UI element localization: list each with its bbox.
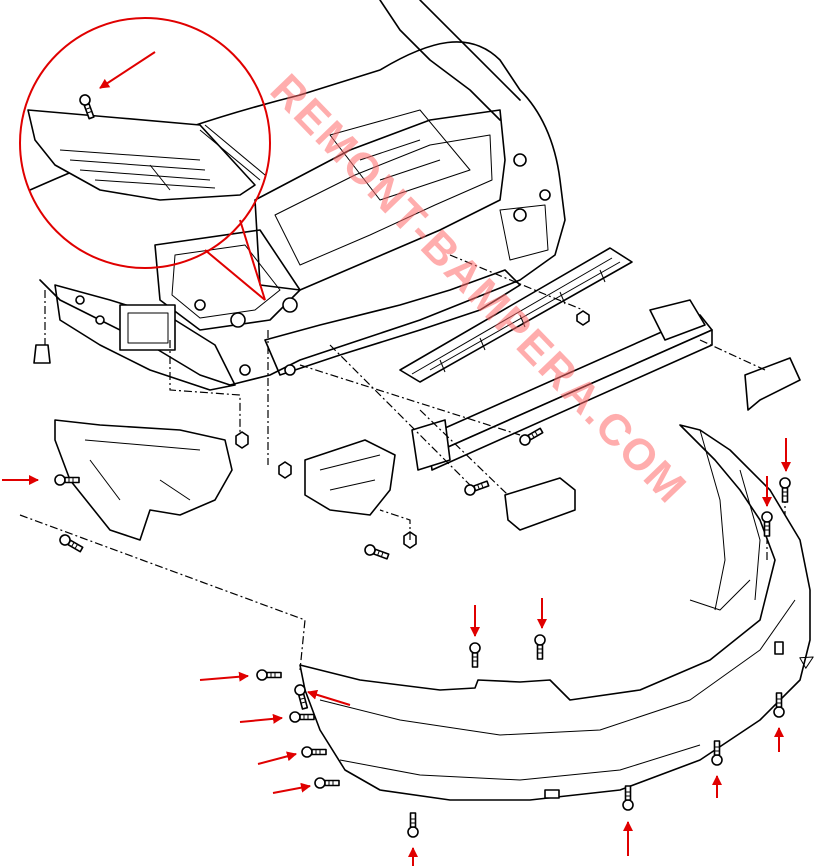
energy-absorber	[399, 247, 633, 383]
beam-end-bracket-right	[744, 357, 801, 411]
bracket-clip	[235, 431, 249, 449]
car-rear-body	[29, 0, 566, 391]
bumper-fasteners	[256, 477, 814, 838]
bumper-reinforcement-beam	[411, 299, 713, 471]
tail-light-callout	[19, 17, 271, 301]
tail-light	[27, 109, 266, 201]
fastener-arrows	[2, 438, 791, 866]
retainer-clip	[33, 344, 51, 364]
absorber-nut	[576, 310, 590, 326]
rear-bumper-cover	[299, 424, 811, 801]
arrow-side-screw-1	[199, 671, 249, 682]
arrow-side-screw-2	[239, 713, 283, 724]
arrow-side-screw-3	[257, 751, 297, 765]
alignment-lines	[19, 254, 786, 671]
beam-bolt-2	[462, 478, 491, 498]
arrow-side-screw-4	[272, 782, 311, 794]
bracket-screw-lower	[57, 532, 85, 555]
beam-end-bracket-left	[504, 477, 576, 531]
center-guide-bracket	[304, 439, 396, 516]
left-side-bracket	[54, 419, 233, 541]
center-screw	[362, 542, 391, 562]
arrow-corner-screw	[307, 689, 351, 706]
arrow-tail-light	[99, 51, 156, 89]
center-clip	[278, 461, 292, 479]
